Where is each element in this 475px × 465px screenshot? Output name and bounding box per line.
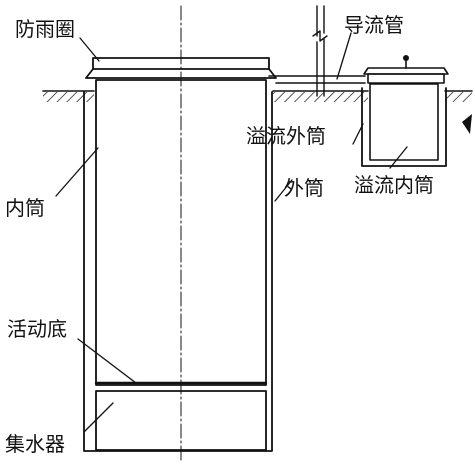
leader-rain-guard	[79, 37, 100, 62]
label-inner-cylinder: 内筒	[5, 196, 45, 220]
label-outer-cylinder: 外筒	[284, 176, 324, 200]
drain-pipe	[268, 75, 366, 84]
overflow-outer-cylinder	[361, 87, 447, 167]
ground-hatch-icon	[42, 90, 473, 102]
label-overflow-inner: 溢流内筒	[354, 173, 434, 197]
leader-inner-cylinder	[55, 147, 99, 197]
leader-outer-cylinder	[274, 179, 293, 202]
leader-overflow-outer	[352, 123, 364, 145]
outer-cylinder	[83, 91, 273, 452]
handle-icon	[403, 55, 409, 69]
label-movable-bottom: 活动底	[7, 317, 67, 341]
label-drain-pipe: 导流管	[344, 13, 404, 37]
pipe-break-icon	[312, 5, 328, 97]
overflow-lid	[363, 67, 449, 84]
label-rain-guard: 防雨圈	[15, 17, 75, 41]
side-marker-icon	[462, 114, 472, 134]
label-overflow-outer: 溢流外筒	[246, 124, 326, 148]
label-collector: 集水器	[5, 432, 65, 456]
leader-drain-pipe	[336, 32, 352, 80]
leader-overflow-inner	[389, 146, 408, 169]
overflow-inner-cylinder	[369, 83, 439, 161]
leader-collector	[83, 402, 114, 433]
leader-movable-bottom	[77, 338, 137, 384]
